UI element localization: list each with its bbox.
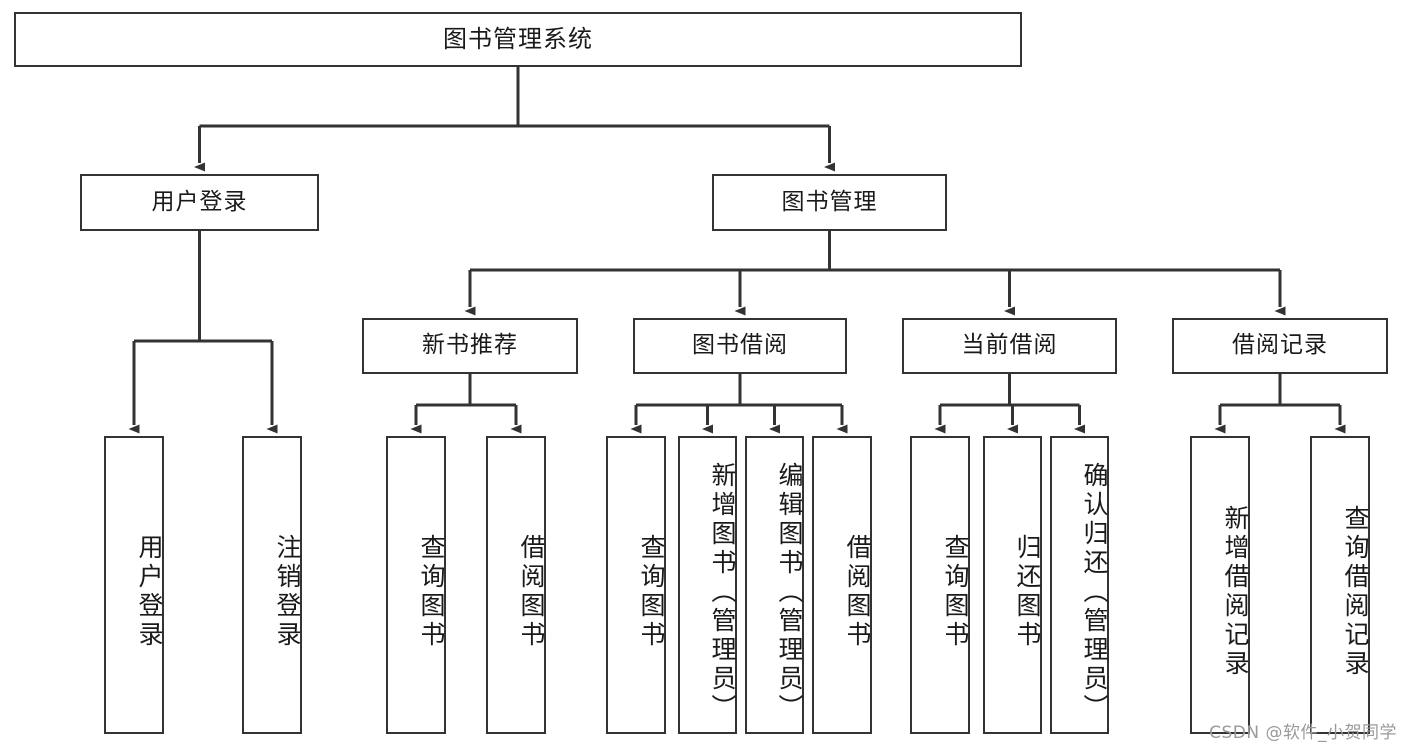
leaf-borrow-query-book[interactable]: 查询图书 — [606, 436, 666, 734]
node-label: 新增图书（管理员） — [708, 461, 737, 723]
leaf-cur-confirm-return[interactable]: 确认归还（管理员） — [1050, 436, 1109, 734]
leaf-borrow-borrow-book[interactable]: 借阅图书 — [812, 436, 872, 734]
leaf-user-login[interactable]: 用户登录 — [104, 436, 164, 734]
watermark-text: CSDN @软件_小贺同学 — [1209, 723, 1397, 743]
node-label: 图书借阅 — [692, 332, 788, 359]
node-label: 确认归还（管理员） — [1080, 461, 1109, 723]
leaf-rec-borrow-book[interactable]: 借阅图书 — [486, 436, 546, 734]
node-label: 查询借阅记录 — [1341, 505, 1370, 679]
node-label: 当前借阅 — [961, 332, 1058, 359]
node-label: 用户登录 — [135, 534, 164, 650]
node-book-borrow[interactable]: 图书借阅 — [633, 318, 847, 374]
node-label: 注销登录 — [273, 534, 302, 650]
leaf-cur-return-book[interactable]: 归还图书 — [983, 436, 1042, 734]
node-label: 新增借阅记录 — [1221, 505, 1250, 679]
node-borrow-record[interactable]: 借阅记录 — [1172, 318, 1388, 374]
leaf-cur-query-book[interactable]: 查询图书 — [910, 436, 970, 734]
leaf-borrow-add-book[interactable]: 新增图书（管理员） — [678, 436, 737, 734]
node-label: 借阅图书 — [843, 534, 872, 650]
node-label: 查询图书 — [941, 534, 970, 650]
node-current-borrow[interactable]: 当前借阅 — [902, 318, 1117, 374]
node-root[interactable]: 图书管理系统 — [14, 12, 1022, 67]
node-user-login[interactable]: 用户登录 — [80, 174, 319, 231]
node-label: 图书管理系统 — [443, 25, 593, 54]
node-label: 借阅图书 — [517, 534, 546, 650]
leaf-borrow-edit-book[interactable]: 编辑图书（管理员） — [745, 436, 804, 734]
leaf-rec-add-record[interactable]: 新增借阅记录 — [1190, 436, 1250, 734]
node-label: 归还图书 — [1013, 534, 1042, 650]
node-book-manage[interactable]: 图书管理 — [712, 174, 947, 231]
node-label: 查询图书 — [637, 534, 666, 650]
node-label: 新书推荐 — [422, 332, 518, 359]
node-label: 借阅记录 — [1232, 332, 1328, 359]
leaf-rec-query-record[interactable]: 查询借阅记录 — [1310, 436, 1370, 734]
node-label: 编辑图书（管理员） — [775, 461, 804, 723]
node-label: 用户登录 — [151, 188, 248, 215]
leaf-user-logout[interactable]: 注销登录 — [242, 436, 302, 734]
node-label: 图书管理 — [781, 188, 878, 215]
leaf-rec-query-book[interactable]: 查询图书 — [386, 436, 446, 734]
node-new-book-rec[interactable]: 新书推荐 — [362, 318, 578, 374]
node-label: 查询图书 — [417, 534, 446, 650]
